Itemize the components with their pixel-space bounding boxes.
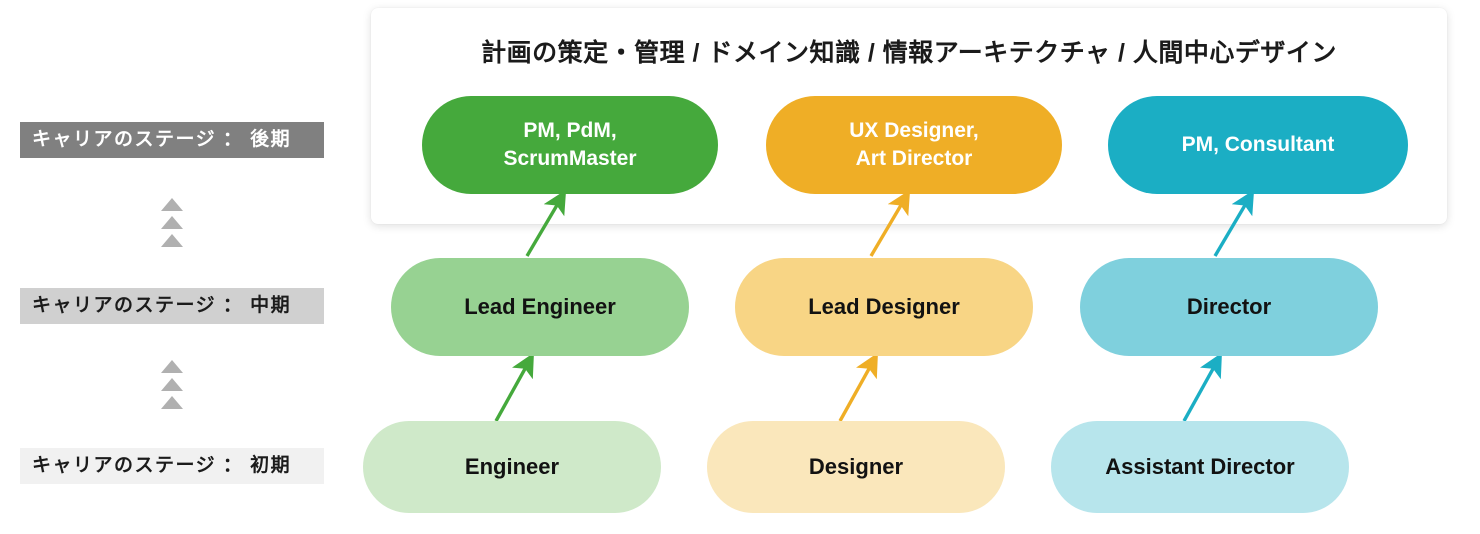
- role-pill-lead-designer[interactable]: Lead Designer: [735, 258, 1033, 356]
- role-pill-designer[interactable]: Designer: [707, 421, 1005, 513]
- triangle-up-icon: [161, 360, 183, 373]
- triangle-up-icon: [161, 216, 183, 229]
- triangle-up-icon: [161, 198, 183, 211]
- stage-label-mid: キャリアのステージ ： 中期: [20, 288, 324, 324]
- stage-separator-late-mid: [152, 198, 192, 252]
- triangle-up-icon: [161, 234, 183, 247]
- arrow-assistant-director-to-director: [1182, 352, 1222, 422]
- role-pill-director[interactable]: Director: [1080, 258, 1378, 356]
- arrow-engineer-to-lead-engineer: [494, 352, 534, 422]
- card-title: 計画の策定・管理 / ドメイン知識 / 情報アーキテクチャ / 人間中心デザイン: [481, 39, 1337, 67]
- role-pill-ux-designer-art-director[interactable]: UX Designer, Art Director: [766, 96, 1062, 194]
- role-pill-assistant-director[interactable]: Assistant Director: [1051, 421, 1349, 513]
- role-pill-pm-pdm-scrummaster[interactable]: PM, PdM, ScrumMaster: [422, 96, 718, 194]
- triangle-up-icon: [161, 378, 183, 391]
- triangle-up-icon: [161, 396, 183, 409]
- stage-label-late: キャリアのステージ ： 後期: [20, 122, 324, 158]
- role-pill-lead-engineer[interactable]: Lead Engineer: [391, 258, 689, 356]
- arrow-designer-to-lead-designer: [838, 352, 878, 422]
- stage-separator-mid-early: [152, 360, 192, 414]
- stage-label-early: キャリアのステージ ： 初期: [20, 448, 324, 484]
- role-pill-engineer[interactable]: Engineer: [363, 421, 661, 513]
- role-pill-pm-consultant[interactable]: PM, Consultant: [1108, 96, 1408, 194]
